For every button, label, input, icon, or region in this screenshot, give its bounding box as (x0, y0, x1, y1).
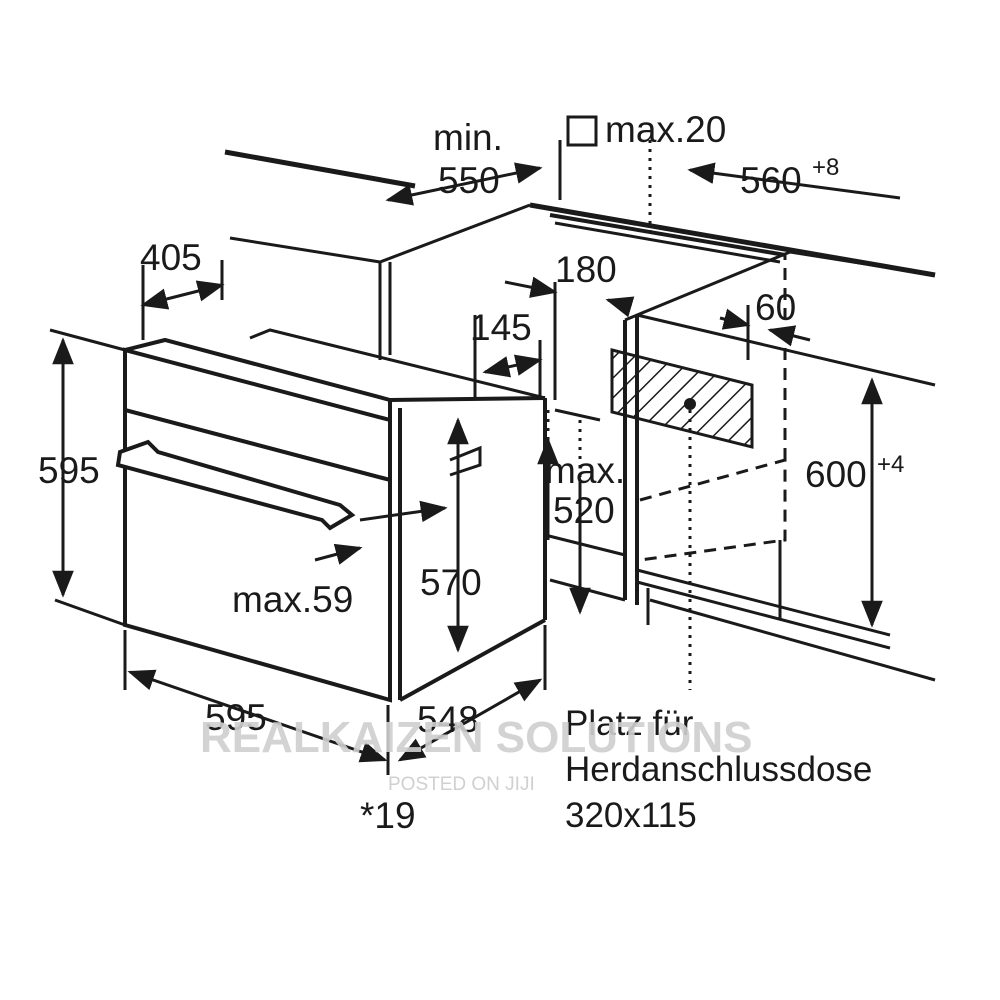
label-145: 145 (470, 307, 532, 348)
note-line-1: Platz für (565, 704, 694, 743)
dimension-lines (49, 140, 901, 775)
label-width-560-tolerance: +8 (812, 154, 839, 181)
note-line-2: Herdanschlussdose (565, 750, 872, 789)
label-vent-max: max.20 (605, 109, 726, 150)
note-line-3: 320x115 (565, 796, 697, 835)
oven-body (115, 328, 547, 703)
label-min: min. (433, 117, 503, 158)
label-60: 60 (755, 287, 796, 328)
label-depth-405: 405 (140, 237, 202, 278)
label-depth-550: 550 (438, 160, 500, 201)
watermark-brand: REALKAIZEN SOLUTIONS (200, 713, 752, 762)
label-548: 548 (417, 699, 479, 740)
label-handle-max: max.59 (232, 579, 353, 620)
label-height-600: 600 (805, 454, 867, 495)
label-width-595: 595 (205, 697, 267, 738)
label-max: max. (545, 450, 625, 491)
label-570: 570 (420, 562, 482, 603)
label-height-600-tolerance: +4 (877, 451, 904, 478)
socket-area (610, 348, 754, 449)
label-height-595: 595 (38, 450, 100, 491)
watermark-posted: POSTED ON JIJI (388, 774, 535, 795)
label-width-560: 560 (740, 160, 802, 201)
square-symbol (566, 115, 598, 147)
label-180: 180 (555, 249, 617, 290)
label-front-19: *19 (360, 795, 416, 836)
cabinet-niche (224, 140, 936, 690)
label-520: 520 (553, 490, 615, 531)
